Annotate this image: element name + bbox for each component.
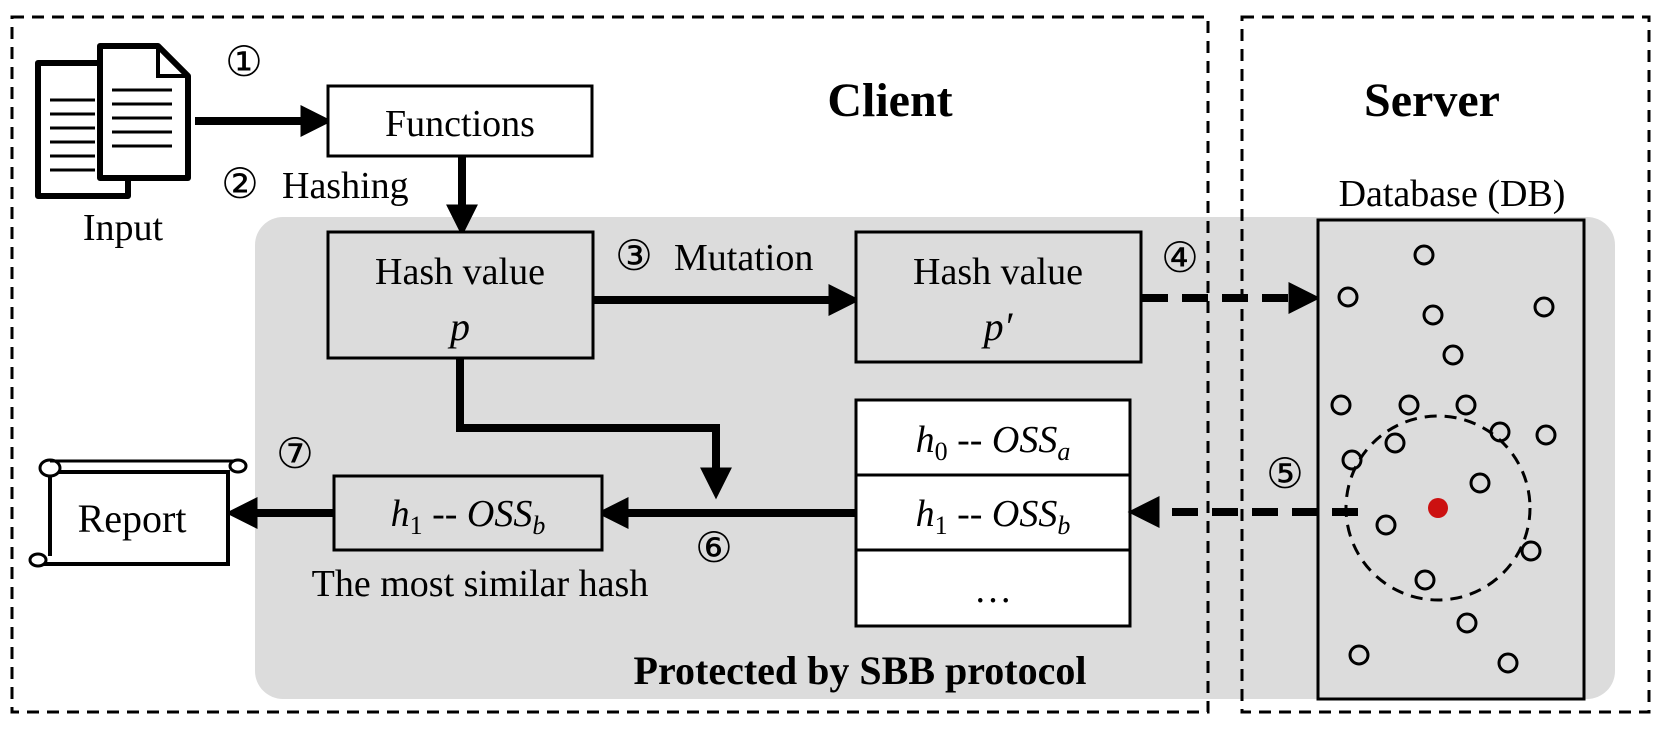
protected-label: Protected by SBB protocol	[634, 648, 1087, 693]
hash-value-p-prime-symbol: p′	[981, 304, 1014, 349]
most-similar-label: The most similar hash	[312, 563, 649, 605]
server-title: Server	[1364, 74, 1500, 127]
database-records	[1330, 244, 1557, 674]
hash-value-p-symbol: p	[447, 304, 470, 349]
step-2-marker: ②	[221, 162, 259, 208]
step-7-marker: ⑦	[276, 432, 314, 478]
report-label: Report	[78, 496, 187, 541]
client-frame	[10, 15, 1210, 714]
input-documents-icon	[35, 43, 191, 199]
result-box	[332, 474, 604, 552]
step-6-marker: ⑥	[695, 526, 733, 572]
hashing-label: Hashing	[282, 165, 409, 207]
query-point	[1428, 498, 1448, 518]
result-hash: h1 -- OSSb	[391, 493, 546, 540]
input-label: Input	[83, 207, 164, 249]
report-scroll-icon	[28, 458, 248, 568]
table-row-0: h0 -- OSSa	[916, 419, 1071, 466]
table-row-2: …	[974, 569, 1012, 611]
client-title: Client	[827, 74, 952, 127]
functions-label: Functions	[385, 103, 535, 145]
arrow-p-to-compare	[456, 358, 732, 500]
hash-value-p-prime-box	[854, 230, 1143, 364]
database-label: Database (DB)	[1339, 173, 1566, 215]
step-3-marker: ③	[615, 234, 653, 280]
server-frame	[1240, 15, 1651, 714]
hash-value-p-prime-title: Hash value	[913, 251, 1083, 293]
mutation-label: Mutation	[674, 237, 813, 279]
step-5-marker: ⑤	[1266, 452, 1304, 498]
database-box	[1316, 218, 1586, 701]
step-4-marker: ④	[1161, 236, 1199, 282]
functions-box	[326, 84, 594, 158]
step-1-marker: ①	[225, 40, 263, 86]
table-row-1: h1 -- OSSb	[916, 493, 1071, 540]
hash-value-p-title: Hash value	[375, 251, 545, 293]
